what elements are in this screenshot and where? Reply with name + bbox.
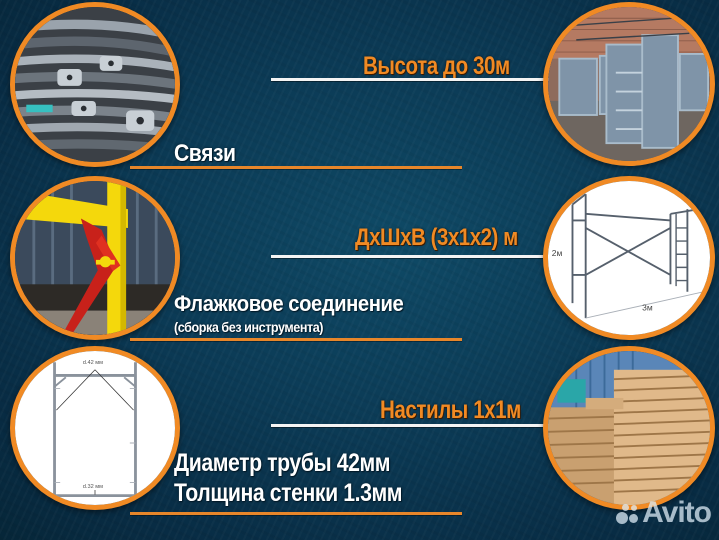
divider-dimensions xyxy=(271,255,553,258)
avito-logo-icon xyxy=(614,500,640,526)
diagram-label-length: 3м xyxy=(642,303,653,313)
feature-title-wall-thickness: Толщина стенки 1.3мм xyxy=(174,479,403,507)
diagram-label-top-diameter: d.42 мм xyxy=(83,360,103,366)
feature-title-flag-connection: Флажковое соединение xyxy=(174,291,404,316)
image-dimensions-diagram: 2м 3м xyxy=(543,176,715,340)
divider-tube xyxy=(130,512,462,515)
feature-title-decking: Настилы 1х1м xyxy=(380,396,521,424)
divider-height xyxy=(271,78,553,81)
feature-title-links: Связи xyxy=(174,140,236,167)
avito-watermark-text: Avito xyxy=(642,496,712,529)
diagram-label-height: 2м xyxy=(552,248,563,258)
feature-title-tube-diameter: Диаметр трубы 42мм xyxy=(174,449,391,477)
image-tube-diagram: d.42 мм d.32 мм xyxy=(10,346,180,510)
feature-title-height: Высота до 30м xyxy=(363,52,510,80)
divider-flag-connection xyxy=(130,338,462,341)
image-height xyxy=(543,2,715,166)
image-links xyxy=(10,2,180,167)
image-decking xyxy=(543,346,715,510)
feature-title-dimensions: ДхШхВ (3х1х2) м xyxy=(355,224,518,251)
divider-decking xyxy=(271,424,553,427)
avito-watermark: Avito xyxy=(614,496,712,530)
image-flag-connection xyxy=(10,176,180,340)
feature-subtitle-flag-connection: (сборка без инструмента) xyxy=(174,319,324,335)
diagram-label-bottom-diameter: d.32 мм xyxy=(83,484,103,490)
divider-links xyxy=(130,166,462,169)
